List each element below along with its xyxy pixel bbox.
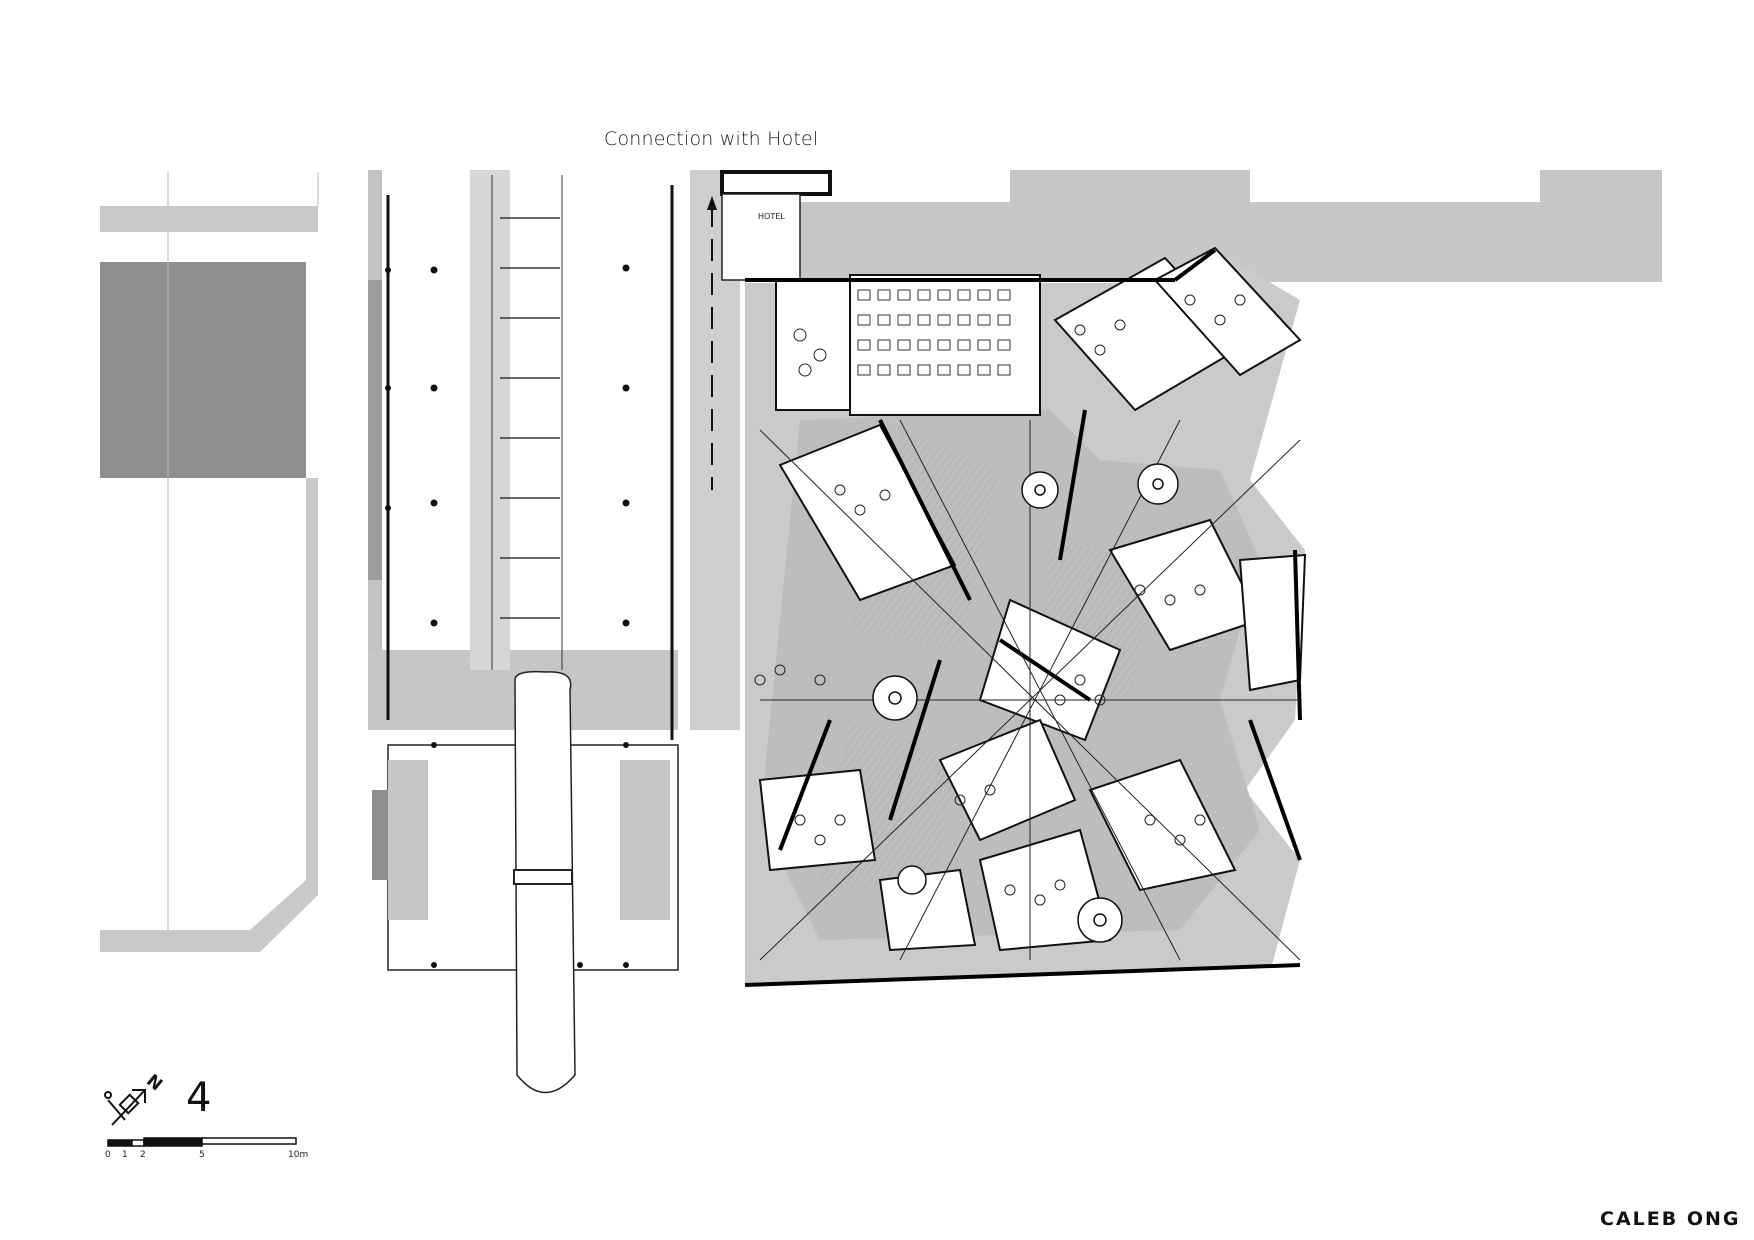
scale-bar	[107, 1137, 297, 1147]
diagonal-grid-lines	[759, 419, 1301, 961]
column-dots	[385, 264, 630, 627]
hotel-sign: HOTEL	[758, 212, 785, 221]
spiral-stairs	[872, 463, 1179, 943]
north-arrow	[104, 1089, 146, 1126]
structural-walls	[744, 248, 1302, 987]
room-outlines	[758, 246, 1307, 952]
left-context-blocks	[100, 172, 319, 952]
scale-tick-5: 5	[199, 1150, 205, 1160]
scale-tick-10m: 10m	[288, 1150, 309, 1160]
hotel-connection-strip	[720, 170, 1662, 282]
author-credit: CALEB ONG	[1600, 1208, 1741, 1230]
scale-tick-2: 2	[140, 1150, 146, 1160]
adjacent-building	[368, 170, 740, 1094]
escalator-rungs	[500, 217, 560, 619]
auditorium-seating	[857, 289, 1011, 376]
sheet-number: 4	[186, 1075, 212, 1121]
scale-tick-1: 1	[122, 1150, 128, 1160]
furniture-clusters	[754, 294, 1246, 906]
scale-tick-0: 0	[105, 1150, 111, 1160]
connection-label: Connection with Hotel	[604, 128, 819, 150]
